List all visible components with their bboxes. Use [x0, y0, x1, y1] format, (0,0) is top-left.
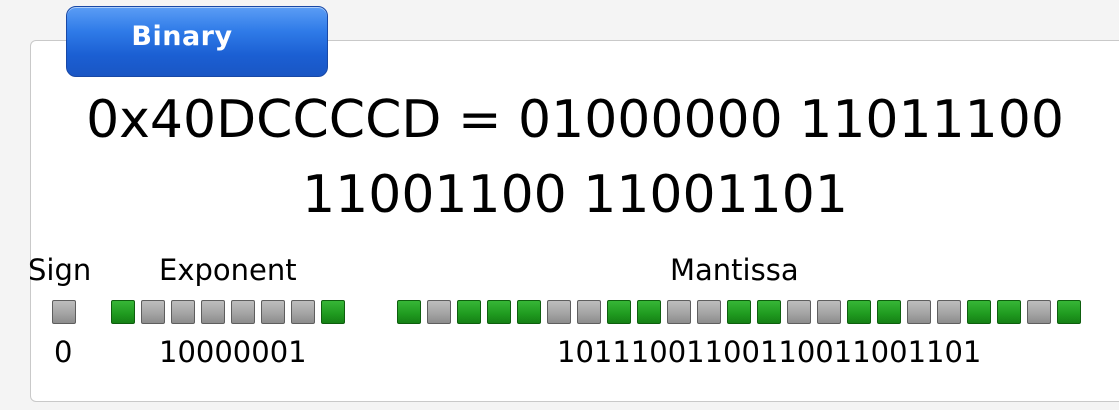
mantissa-bit-22[interactable]: [1057, 300, 1081, 324]
mantissa-bit-15[interactable]: [847, 300, 871, 324]
exponent-bit-7[interactable]: [321, 300, 345, 324]
mantissa-bit-10[interactable]: [697, 300, 721, 324]
mantissa-bit-18[interactable]: [937, 300, 961, 324]
mantissa-bit-4[interactable]: [517, 300, 541, 324]
exponent-bit-3[interactable]: [201, 300, 225, 324]
mantissa-bit-2[interactable]: [457, 300, 481, 324]
mantissa-bit-19[interactable]: [967, 300, 991, 324]
exponent-bits: [111, 300, 351, 325]
exponent-bit-1[interactable]: [141, 300, 165, 324]
mantissa-value: 10111001100110011001101: [557, 335, 982, 369]
mantissa-bit-5[interactable]: [547, 300, 571, 324]
mantissa-bit-8[interactable]: [637, 300, 661, 324]
mantissa-bit-3[interactable]: [487, 300, 511, 324]
tab-binary-label: Binary: [131, 21, 233, 52]
sign-header: Sign: [28, 253, 92, 287]
mantissa-bit-12[interactable]: [757, 300, 781, 324]
exponent-bit-4[interactable]: [231, 300, 255, 324]
tab-binary[interactable]: Binary: [66, 6, 328, 77]
exponent-value: 10000001: [159, 335, 307, 369]
hex-binary-line-2: 11001100 11001101: [302, 165, 848, 225]
sign-bit-0[interactable]: [52, 300, 76, 324]
mantissa-bit-9[interactable]: [667, 300, 691, 324]
mantissa-header: Mantissa: [670, 253, 799, 287]
mantissa-bit-17[interactable]: [907, 300, 931, 324]
exponent-header: Exponent: [159, 253, 297, 287]
sign-value: 0: [54, 335, 73, 369]
sign-bits: [52, 300, 82, 325]
mantissa-bits: [397, 300, 1087, 325]
mantissa-bit-0[interactable]: [397, 300, 421, 324]
mantissa-bit-1[interactable]: [427, 300, 451, 324]
exponent-bit-0[interactable]: [111, 300, 135, 324]
exponent-bit-6[interactable]: [291, 300, 315, 324]
exponent-bit-2[interactable]: [171, 300, 195, 324]
hex-binary-line-1: 0x40DCCCCD = 01000000 11011100: [86, 90, 1064, 150]
binary-panel: [30, 40, 1119, 402]
mantissa-bit-20[interactable]: [997, 300, 1021, 324]
mantissa-bit-7[interactable]: [607, 300, 631, 324]
mantissa-bit-11[interactable]: [727, 300, 751, 324]
mantissa-bit-14[interactable]: [817, 300, 841, 324]
exponent-bit-5[interactable]: [261, 300, 285, 324]
mantissa-bit-21[interactable]: [1027, 300, 1051, 324]
mantissa-bit-16[interactable]: [877, 300, 901, 324]
mantissa-bit-13[interactable]: [787, 300, 811, 324]
mantissa-bit-6[interactable]: [577, 300, 601, 324]
